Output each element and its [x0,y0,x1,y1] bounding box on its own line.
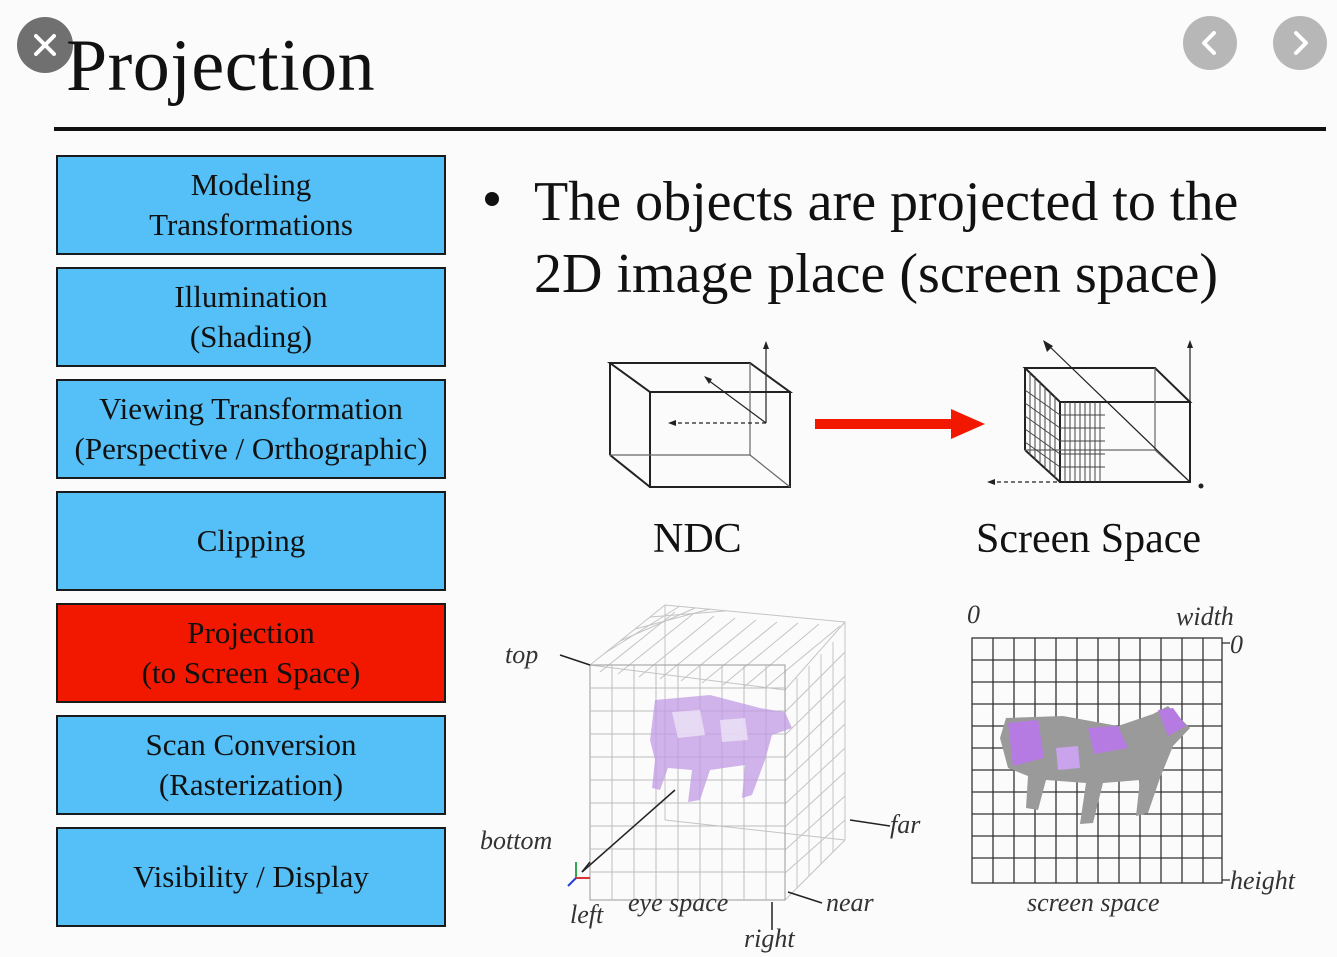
stage-label: Scan Conversion [145,727,357,762]
stage-modeling-transformations: Modeling Transformations [56,155,446,255]
screen-space-grid-figure [971,637,1230,884]
ndc-cube-figure [606,341,794,488]
stage-sublabel: (to Screen Space) [141,655,361,690]
stage-label: Projection [187,615,315,650]
title-divider [54,127,1326,131]
stage-label: Illumination [174,279,328,314]
left-label: left [570,900,604,929]
stage-sublabel: (Perspective / Orthographic) [74,431,428,466]
screen-space-figure-caption: screen space [1027,888,1160,917]
next-slide-button[interactable] [1273,16,1327,70]
stage-projection: Projection (to Screen Space) [56,603,446,703]
chevron-left-icon [1202,31,1216,55]
cow-model [1000,706,1190,824]
close-icon [34,34,56,56]
previous-slide-button[interactable] [1183,16,1237,70]
stage-label: Viewing Transformation [99,391,403,426]
bullet-dot [485,192,499,206]
stage-sublabel: (Rasterization) [158,767,344,802]
page-title: Projection [66,25,376,107]
bullet-line: The objects are projected to the [534,171,1239,233]
bottom-label: bottom [480,826,553,855]
origin-label: 0 [967,600,980,629]
stage-scan-conversion: Scan Conversion (Rasterization) [56,715,446,815]
stage-label: Clipping [196,523,306,558]
close-button[interactable] [17,17,73,73]
stage-label: Modeling [190,167,312,202]
ndc-caption: NDC [653,516,742,562]
stage-clipping: Clipping [56,491,446,591]
stage-viewing-transformation: Viewing Transformation (Perspective / Or… [56,379,446,479]
transform-arrow [815,409,985,439]
cow-model [650,695,792,802]
eye-space-figure [559,604,891,930]
screen-space-caption: Screen Space [976,516,1202,562]
stage-sublabel: (Shading) [189,319,313,354]
bullet-text: The objects are projected to the 2D imag… [534,166,1324,310]
stage-visibility-display: Visibility / Display [56,827,446,927]
right-label: right [744,924,795,953]
far-label: far [890,810,921,839]
chevron-right-icon [1294,31,1308,55]
height-label: height [1230,866,1295,895]
eye-space-caption: eye space [628,888,729,917]
stage-illumination: Illumination (Shading) [56,267,446,367]
stage-label: Visibility / Display [133,859,369,894]
width-zero-label: 0 [1230,630,1243,659]
width-label: width [1176,602,1234,631]
axis-gizmo [567,862,590,887]
bullet-line: 2D image place (screen space) [534,243,1219,305]
stage-sublabel: Transformations [149,207,353,242]
screen-space-figure [987,340,1204,489]
near-label: near [826,888,874,917]
top-label: top [505,640,539,669]
